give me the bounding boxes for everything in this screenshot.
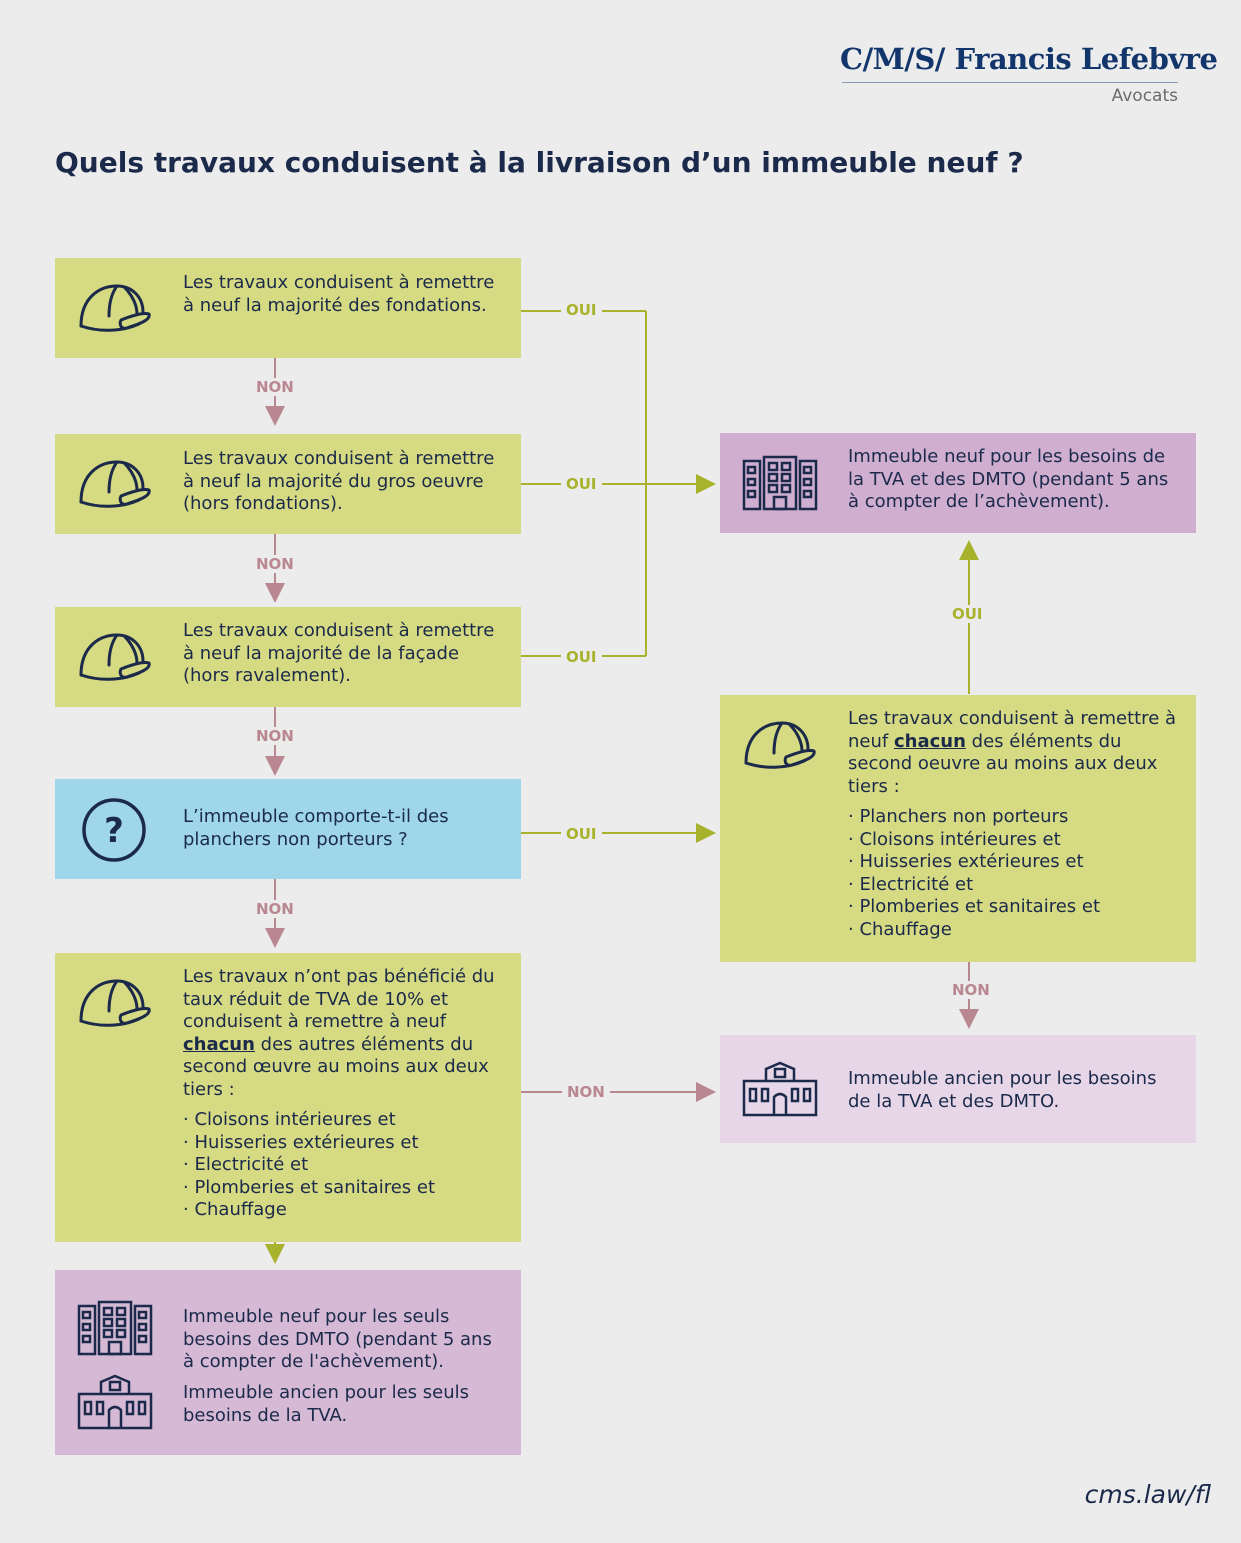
yes-label: OUI bbox=[947, 605, 988, 623]
list-item: Planchers non porteurs bbox=[848, 806, 1182, 829]
svg-text:?: ? bbox=[104, 811, 124, 851]
question-floors: ? L’immeuble comporte-t-il des planchers… bbox=[55, 779, 521, 879]
no-label: NON bbox=[251, 900, 299, 918]
hard-hat-icon bbox=[742, 717, 816, 780]
office-building-icon bbox=[77, 1300, 153, 1363]
office-building-icon bbox=[742, 455, 818, 518]
result-text: Immeuble ancien pour les besoins de la T… bbox=[848, 1068, 1157, 1112]
question-second-work-all: Les travaux conduisent à remettre à neuf… bbox=[720, 695, 1196, 962]
list-item: Plomberies et sanitaires et bbox=[848, 896, 1182, 919]
question-text: Les travaux conduisent à remettre à neuf… bbox=[183, 620, 495, 686]
result-text-old: Immeuble ancien pour les seuls besoins d… bbox=[183, 1382, 470, 1426]
list-item: Electricité et bbox=[848, 874, 1182, 897]
question-text: Les travaux n’ont pas bénéficié du taux … bbox=[183, 966, 507, 1222]
question-circle-icon: ? bbox=[81, 797, 147, 870]
yes-label: OUI bbox=[561, 475, 602, 493]
historic-building-icon bbox=[77, 1374, 153, 1437]
result-text-new: Immeuble neuf pour les seuls besoins des… bbox=[183, 1306, 492, 1372]
question-second-work-other: Les travaux n’ont pas bénéficié du taux … bbox=[55, 953, 521, 1242]
yes-label: OUI bbox=[561, 825, 602, 843]
criteria-list: Cloisons intérieures et Huisseries extér… bbox=[183, 1109, 507, 1222]
list-item: Huisseries extérieures et bbox=[183, 1132, 507, 1155]
page-title: Quels travaux conduisent à la livraison … bbox=[55, 146, 1024, 179]
question-structure: Les travaux conduisent à remettre à neuf… bbox=[55, 434, 521, 534]
list-item: Cloisons intérieures et bbox=[848, 829, 1182, 852]
result-text: Immeuble neuf pour les besoins de la TVA… bbox=[848, 446, 1169, 512]
yes-label: OUI bbox=[561, 301, 602, 319]
footer-url[interactable]: cms.law/fl bbox=[1084, 1480, 1211, 1509]
no-label: NON bbox=[251, 378, 299, 396]
criteria-list: Planchers non porteurs Cloisons intérieu… bbox=[848, 806, 1182, 941]
historic-building-icon bbox=[742, 1061, 818, 1124]
list-item: Plomberies et sanitaires et bbox=[183, 1177, 507, 1200]
result-mixed: Immeuble neuf pour les seuls besoins des… bbox=[55, 1270, 521, 1455]
hard-hat-icon bbox=[77, 280, 151, 343]
question-text: Les travaux conduisent à remettre à neuf… bbox=[848, 708, 1182, 941]
no-label: NON bbox=[251, 555, 299, 573]
yes-label: OUI bbox=[561, 648, 602, 666]
hard-hat-icon bbox=[77, 629, 151, 692]
question-text: Les travaux conduisent à remettre à neuf… bbox=[183, 448, 495, 514]
list-item: Chauffage bbox=[183, 1199, 507, 1222]
question-text: Les travaux conduisent à remettre à neuf… bbox=[183, 272, 495, 316]
list-item: Huisseries extérieures et bbox=[848, 851, 1182, 874]
question-facade: Les travaux conduisent à remettre à neuf… bbox=[55, 607, 521, 707]
logo-rule bbox=[842, 82, 1178, 83]
hard-hat-icon bbox=[77, 975, 151, 1038]
list-item: Cloisons intérieures et bbox=[183, 1109, 507, 1132]
result-new-building: Immeuble neuf pour les besoins de la TVA… bbox=[720, 433, 1196, 533]
hard-hat-icon bbox=[77, 456, 151, 519]
result-old-building: Immeuble ancien pour les besoins de la T… bbox=[720, 1035, 1196, 1143]
question-text: L’immeuble comporte-t-il des planchers n… bbox=[183, 806, 449, 850]
no-label: NON bbox=[947, 981, 995, 999]
list-item: Electricité et bbox=[183, 1154, 507, 1177]
question-foundations: Les travaux conduisent à remettre à neuf… bbox=[55, 258, 521, 358]
list-item: Chauffage bbox=[848, 919, 1182, 942]
no-label: NON bbox=[251, 727, 299, 745]
no-label: NON bbox=[562, 1083, 610, 1101]
logo-subtitle: Avocats bbox=[1111, 86, 1178, 106]
logo: C/M/S/ Francis Lefebvre bbox=[840, 42, 1218, 76]
